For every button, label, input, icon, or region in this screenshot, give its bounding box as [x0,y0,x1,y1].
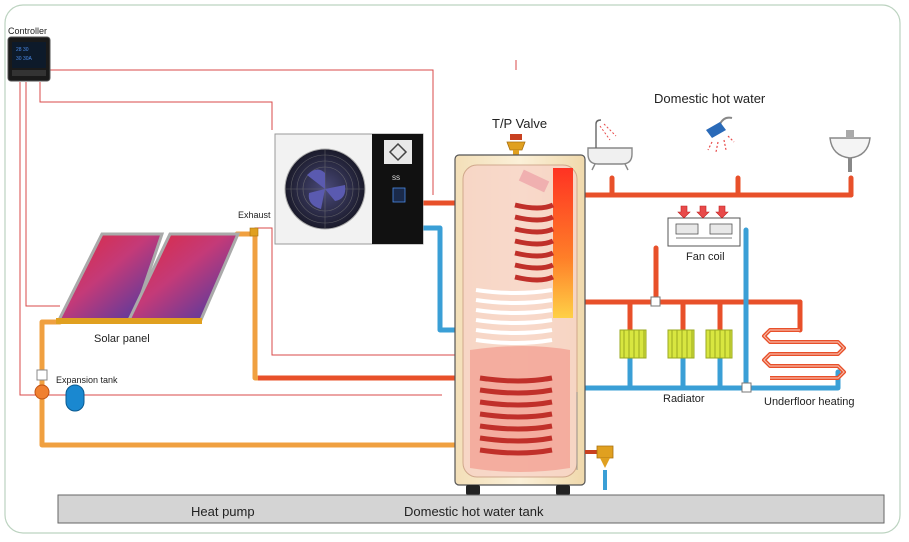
solar-pump [34,369,50,400]
underfloor-coil-inner [763,329,845,379]
radiator-2 [667,329,695,359]
heating-circuit [582,227,841,391]
drain-valve [585,445,614,490]
label-domestic-hot-water-tank: Domestic hot water tank [404,504,544,519]
label-exhaust: Exhaust [238,210,271,220]
heat-pump-unit [274,133,424,245]
label-tp-valve: T/P Valve [492,116,548,131]
label-radiator: Radiator [663,393,705,405]
fan-coil-valve [650,296,661,307]
underfloor-valve [741,382,752,393]
sink-icon [829,130,871,172]
lower-coil [479,375,553,456]
tank-foot-left [466,485,480,495]
label-underfloor-heating: Underfloor heating [764,396,855,408]
hot-water-supply [582,175,854,198]
controller-display-line1: 28 30 [16,47,29,53]
radiator-3 [705,329,733,359]
label-domestic-hot-water: Domestic hot water [654,91,766,106]
radiator-1 [619,329,647,359]
base-plate [57,494,885,524]
bathtub-icon [587,119,633,171]
label-controller: Controller [8,26,48,36]
label-expansion-tank: Expansion tank [56,375,118,385]
outer-frame [4,4,901,534]
tp-valve [506,134,526,158]
upper-coil [514,202,555,283]
heat-pump-badge: SS [392,176,401,182]
label-fan-coil: Fan coil [686,251,725,263]
controller-display-line2: 30 30A [16,56,32,62]
solar-panel-frame-left [56,318,134,324]
middle-coil [475,288,553,345]
heat-pump-pipes [419,200,458,333]
exhaust-valve [249,227,259,237]
tank-foot-right [556,485,570,495]
fan-coil-unit [667,205,741,247]
label-heat-pump: Heat pump [191,504,255,519]
label-solar-panel: Solar panel [94,333,150,345]
shower-icon [706,116,735,153]
expansion-tank [65,384,85,412]
controller-device [7,36,51,82]
solar-panel-frame-right [126,318,202,324]
